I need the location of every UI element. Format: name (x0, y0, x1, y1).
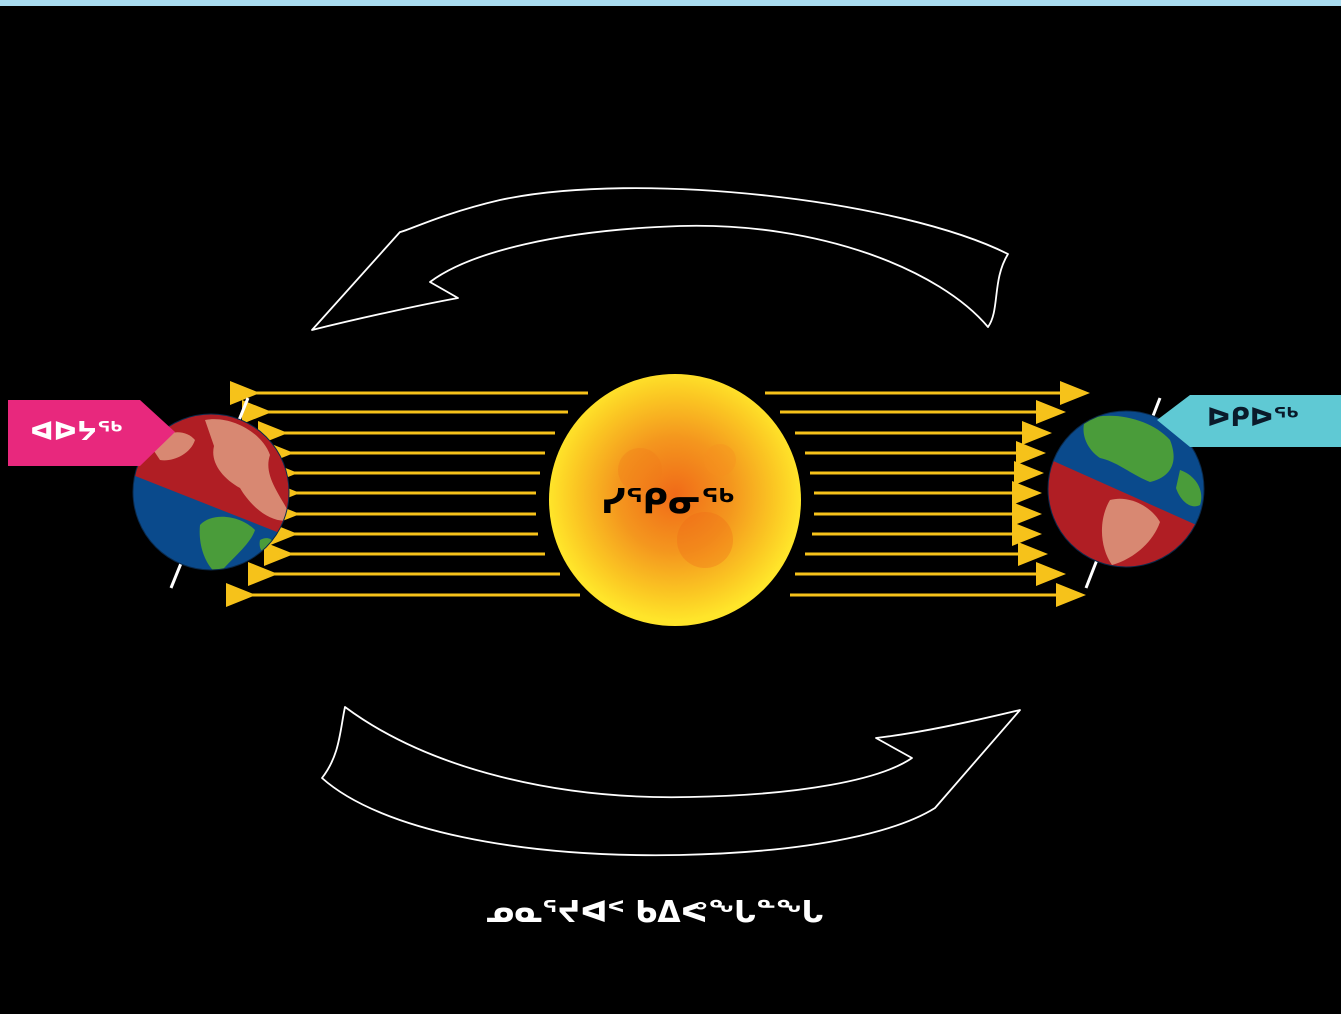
winter-label: ᐊᐅᔭᖅ (30, 417, 123, 447)
sun-rays-right (765, 393, 1084, 595)
summer-tag: ᐅᑭᐅᖅ (1157, 395, 1341, 447)
winter-tag: ᐊᐅᔭᖅ (8, 400, 175, 466)
diagram-caption: ᓄᓇᕐᔪᐊᑉ ᑲᐃᕙᖓᓐᖓ (486, 895, 823, 930)
sun-rays-left (250, 393, 588, 595)
summer-label: ᐅᑭᐅᖅ (1207, 403, 1299, 433)
orbit-arrow-bottom (322, 707, 1020, 855)
orbit-arrow-top (312, 188, 1008, 330)
sun-label: ᓯᕿᓂᖅ (601, 482, 735, 522)
